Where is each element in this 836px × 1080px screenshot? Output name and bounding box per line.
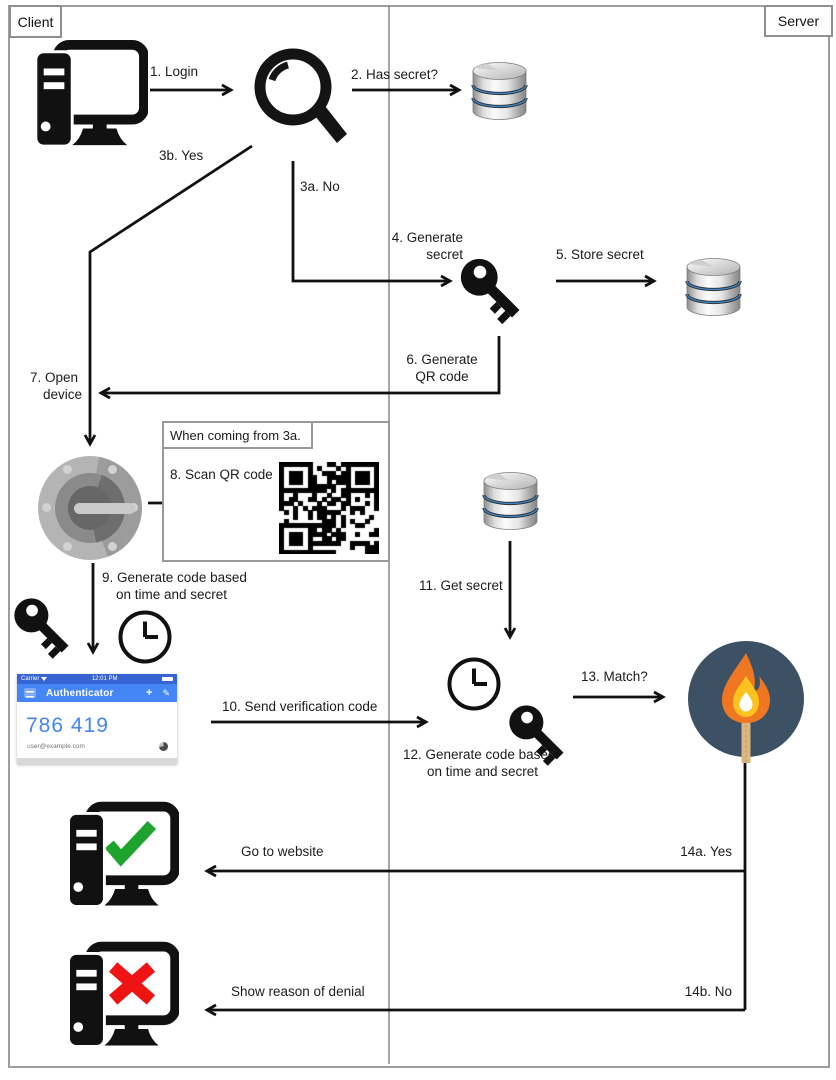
label-step14a: 14a. Yes: [680, 844, 732, 859]
arrow-3b-yes-open-device: [83, 144, 253, 447]
label-show-denial: Show reason of denial: [231, 984, 365, 999]
x-icon: [108, 962, 156, 1005]
menu-icon[interactable]: [24, 688, 36, 698]
countdown-timer-icon: [159, 742, 168, 751]
match-icon: [687, 640, 805, 771]
label-step6-line1: 6. Generate: [406, 352, 478, 367]
carrier-label: Carrier: [21, 676, 40, 682]
gear-mark-icon: [114, 536, 123, 545]
note-title: When coming from 3a.: [164, 423, 313, 449]
database-store-secret-icon: [685, 256, 742, 323]
database-has-secret-icon: [471, 60, 528, 127]
note-text: When coming from 3a.: [170, 427, 301, 443]
label-step2: 2. Has secret?: [351, 67, 439, 82]
database-get-secret-icon: [482, 470, 539, 537]
key-generate-secret-icon: [453, 251, 534, 337]
label-step10: 10. Send verification code: [222, 699, 378, 714]
battery-icon: [162, 676, 173, 682]
client-lane-label: Client: [9, 5, 62, 38]
label-step1: 1. Login: [150, 64, 199, 79]
label-step9-line1: 9. Generate code based: [102, 570, 247, 585]
wifi-icon: [41, 677, 48, 681]
server-lane-label: Server: [764, 5, 833, 37]
phone-time: 12:01 PM: [91, 676, 118, 682]
verification-code: 786 419: [26, 714, 109, 737]
label-step11: 11. Get secret: [419, 578, 503, 593]
app-title: Authenticator: [46, 687, 114, 699]
search-icon: [246, 42, 354, 157]
edit-icon[interactable]: ✎: [162, 687, 170, 698]
outer-border: [8, 5, 830, 1068]
add-icon[interactable]: +: [146, 687, 153, 699]
label-step7-line1: 7. Open: [30, 370, 79, 385]
label-step12-line1: 12. Generate code based: [403, 747, 556, 762]
label-step3a: 3a. No: [300, 179, 340, 194]
label-step8: 8. Scan QR code: [170, 467, 273, 482]
label-step4: 4. Generate secret: [392, 229, 463, 263]
label-step12: 12. Generate code based on time and secr…: [403, 746, 555, 780]
label-step6: 6. Generate QR code: [402, 351, 482, 385]
server-label-text: Server: [777, 13, 820, 29]
check-icon: [104, 821, 157, 867]
label-step9: 9. Generate code based on time and secre…: [102, 569, 247, 603]
app-header: Authenticator + ✎: [17, 684, 177, 702]
clock-server-icon: [446, 656, 502, 717]
label-step4-line2: secret: [426, 247, 463, 262]
label-step4-line1: 4. Generate: [391, 230, 463, 245]
label-step7: 7. Open device: [30, 369, 82, 403]
label-step14b: 14b. No: [684, 984, 732, 999]
account-email: user@example.com: [27, 743, 85, 750]
qr-code-icon: [279, 462, 379, 554]
label-step6-line2: QR code: [415, 369, 469, 384]
authenticator-app-icon: [38, 456, 142, 560]
computer-success-icon: [55, 797, 180, 922]
label-step12-line2: on time and secret: [427, 764, 539, 779]
label-step9-line2: on time and secret: [116, 587, 228, 602]
computer-denied-icon: [55, 937, 180, 1062]
label-step7-line2: device: [43, 387, 83, 402]
client-label-text: Client: [17, 13, 54, 30]
client-computer-icon: [22, 38, 149, 159]
label-step5: 5. Store secret: [556, 247, 644, 262]
label-step13: 13. Match?: [581, 669, 648, 684]
label-step3b: 3b. Yes: [159, 148, 204, 163]
key-client-icon: [7, 591, 82, 671]
app-body: 786 419 user@example.com: [17, 702, 177, 758]
phone-screenshot: Carrier 12:01 PM Authenticator + ✎ 786 4…: [17, 674, 177, 764]
arrow-3a-no-generate-secret: [291, 161, 453, 288]
arrow-generate-qr: [98, 336, 501, 400]
clock-client-icon: [117, 609, 173, 670]
progress-bar: [17, 758, 177, 764]
label-go-website: Go to website: [241, 844, 324, 859]
phone-status-bar: Carrier 12:01 PM: [17, 674, 177, 684]
